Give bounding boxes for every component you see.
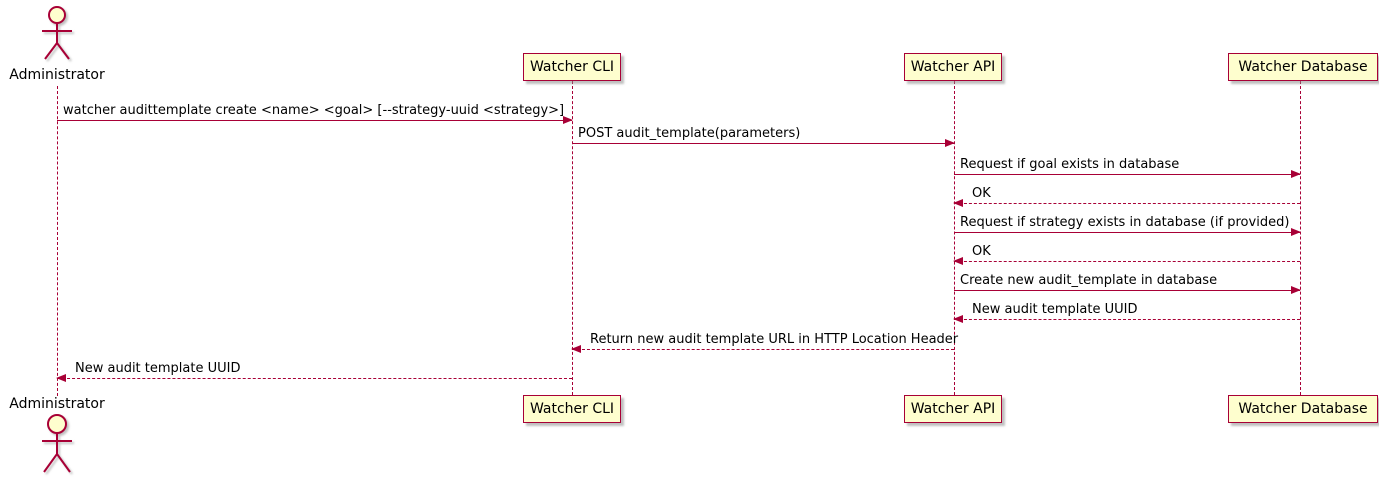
message-request-strategy: Request if strategy exists in database (… [954, 215, 1301, 236]
message-arrow [572, 139, 955, 147]
message-uuid-to-admin: New audit template UUID [56, 361, 572, 382]
message-request-goal: Request if goal exists in database [954, 157, 1301, 178]
message-arrow [954, 170, 1301, 178]
message-label: OK [972, 186, 991, 201]
message-create-audittemplate: watcher audittemplate create <name> <goa… [57, 103, 573, 124]
participant-watcher-database-top: Watcher Database [1228, 53, 1378, 81]
actor-label-administrator-bottom: Administrator [9, 396, 105, 412]
lifeline-watcher-cli [572, 81, 573, 395]
message-arrow [56, 374, 572, 382]
lifeline-watcher-database [1300, 81, 1301, 395]
message-arrow [953, 257, 1300, 265]
message-return-url: Return new audit template URL in HTTP Lo… [571, 332, 959, 353]
participant-watcher-api-bottom: Watcher API [904, 395, 1002, 423]
participant-watcher-cli-top: Watcher CLI [523, 53, 621, 81]
participant-watcher-cli-bottom: Watcher CLI [523, 395, 621, 423]
message-arrow [57, 116, 573, 124]
actor-icon [42, 414, 72, 473]
message-arrow [954, 228, 1301, 236]
message-uuid-from-db: New audit template UUID [953, 302, 1300, 323]
message-label: Request if goal exists in database [960, 157, 1180, 172]
message-post-audit-template: POST audit_template(parameters) [572, 126, 955, 147]
message-label: OK [972, 244, 991, 259]
message-arrow [571, 345, 954, 353]
message-label: New audit template UUID [972, 302, 1138, 317]
participant-watcher-database-bottom: Watcher Database [1228, 395, 1378, 423]
message-ok-strategy: OK [953, 244, 1300, 265]
message-create-in-db: Create new audit_template in database [954, 273, 1301, 294]
message-label: watcher audittemplate create <name> <goa… [63, 103, 565, 118]
participant-watcher-api-top: Watcher API [904, 53, 1002, 81]
message-label: New audit template UUID [75, 361, 241, 376]
message-label: POST audit_template(parameters) [578, 126, 801, 141]
message-arrow [954, 286, 1301, 294]
lifeline-administrator [57, 86, 58, 396]
actor-icon [42, 6, 72, 60]
message-label: Return new audit template URL in HTTP Lo… [590, 332, 959, 347]
actor-label-administrator-top: Administrator [9, 67, 105, 83]
message-label: Request if strategy exists in database (… [960, 215, 1290, 230]
message-arrow [953, 199, 1300, 207]
message-ok-goal: OK [953, 186, 1300, 207]
lifeline-watcher-api [954, 81, 955, 395]
message-arrow [953, 315, 1300, 323]
message-label: Create new audit_template in database [960, 273, 1218, 288]
